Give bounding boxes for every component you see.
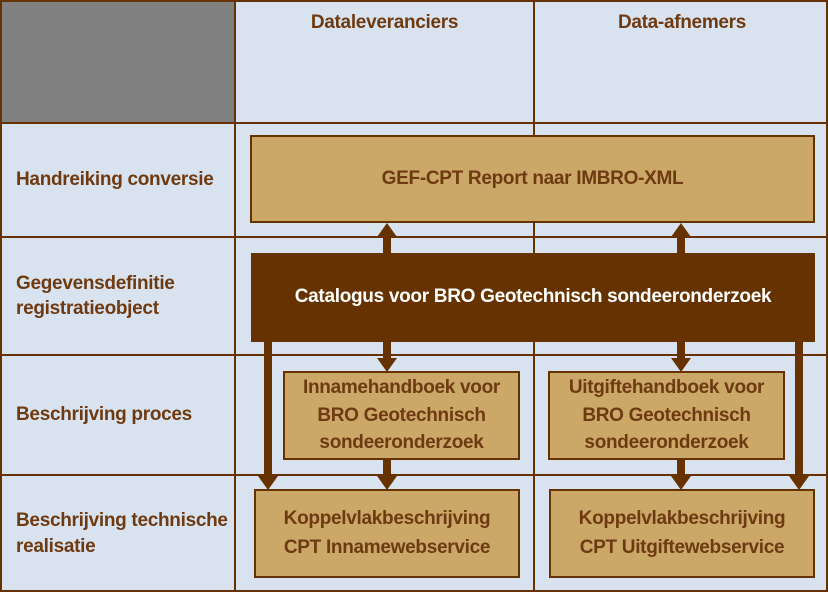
arrow-up-catalogus-to-gef-right [671,223,691,254]
row-header-handreiking-conversie: Handreiking conversie [16,169,214,191]
arrow-up-head-icon [377,223,397,237]
row-header-gegevensdefinitie-registratieobject: Gegevensdefinitie registratieobject [16,272,175,319]
column-header-dataleveranciers: Dataleveranciers [310,12,459,33]
arrow-shaft [264,341,272,478]
box-catalogus: Catalogus voor BRO Geotechnisch sondeero… [251,253,815,342]
arrow-shaft [383,459,391,478]
column-header-data-afnemers: Data-afnemers [617,12,747,33]
arrow-down-catalogus-to-innamehandboek [377,341,397,372]
row-header-beschrijving-proces: Beschrijving proces [16,404,192,426]
arrow-down-head-icon [377,358,397,372]
arrow-down-catalogus-to-koppelvlak-inname-long [258,341,278,490]
arrow-up-head-icon [671,223,691,237]
box-innamehandboek: Innamehandboek voor BRO Geotechnisch son… [283,371,520,460]
arrow-down-head-icon [258,476,278,490]
box-gef-cpt-report: GEF-CPT Report naar IMBRO-XML [250,135,815,223]
arrow-down-catalogus-to-koppelvlak-uitgifte-long [789,341,809,490]
grid-line-row-2 [2,236,826,238]
grid-line-row-4 [2,474,826,476]
grid-line-row-3 [2,354,826,356]
arrow-shaft [795,341,803,478]
arrow-down-head-icon [671,476,691,490]
grid-line-vertical-labels [234,2,236,590]
arrow-down-head-icon [789,476,809,490]
arrow-down-head-icon [377,476,397,490]
arrow-shaft [677,235,685,254]
box-uitgiftehandboek: Uitgiftehandboek voor BRO Geotechnisch s… [548,371,785,460]
arrow-down-innamehandboek-to-koppelvlak [377,459,397,490]
box-koppelvlak-inname: Koppelvlakbeschrijving CPT Innamewebserv… [254,489,520,578]
arrow-up-catalogus-to-gef-left [377,223,397,254]
arrow-shaft [677,341,685,360]
arrow-down-catalogus-to-uitgiftehandboek [671,341,691,372]
grid-line-row-1 [2,122,826,124]
arrow-shaft [383,341,391,360]
arrow-shaft [383,235,391,254]
corner-cell [2,2,235,123]
arrow-down-uitgiftehandboek-to-koppelvlak [671,459,691,490]
box-koppelvlak-uitgifte: Koppelvlakbeschrijving CPT Uitgiftewebse… [549,489,815,578]
arrow-down-head-icon [671,358,691,372]
arrow-shaft [677,459,685,478]
row-header-beschrijving-technische-realisatie: Beschrijving technische realisatie [16,510,228,557]
